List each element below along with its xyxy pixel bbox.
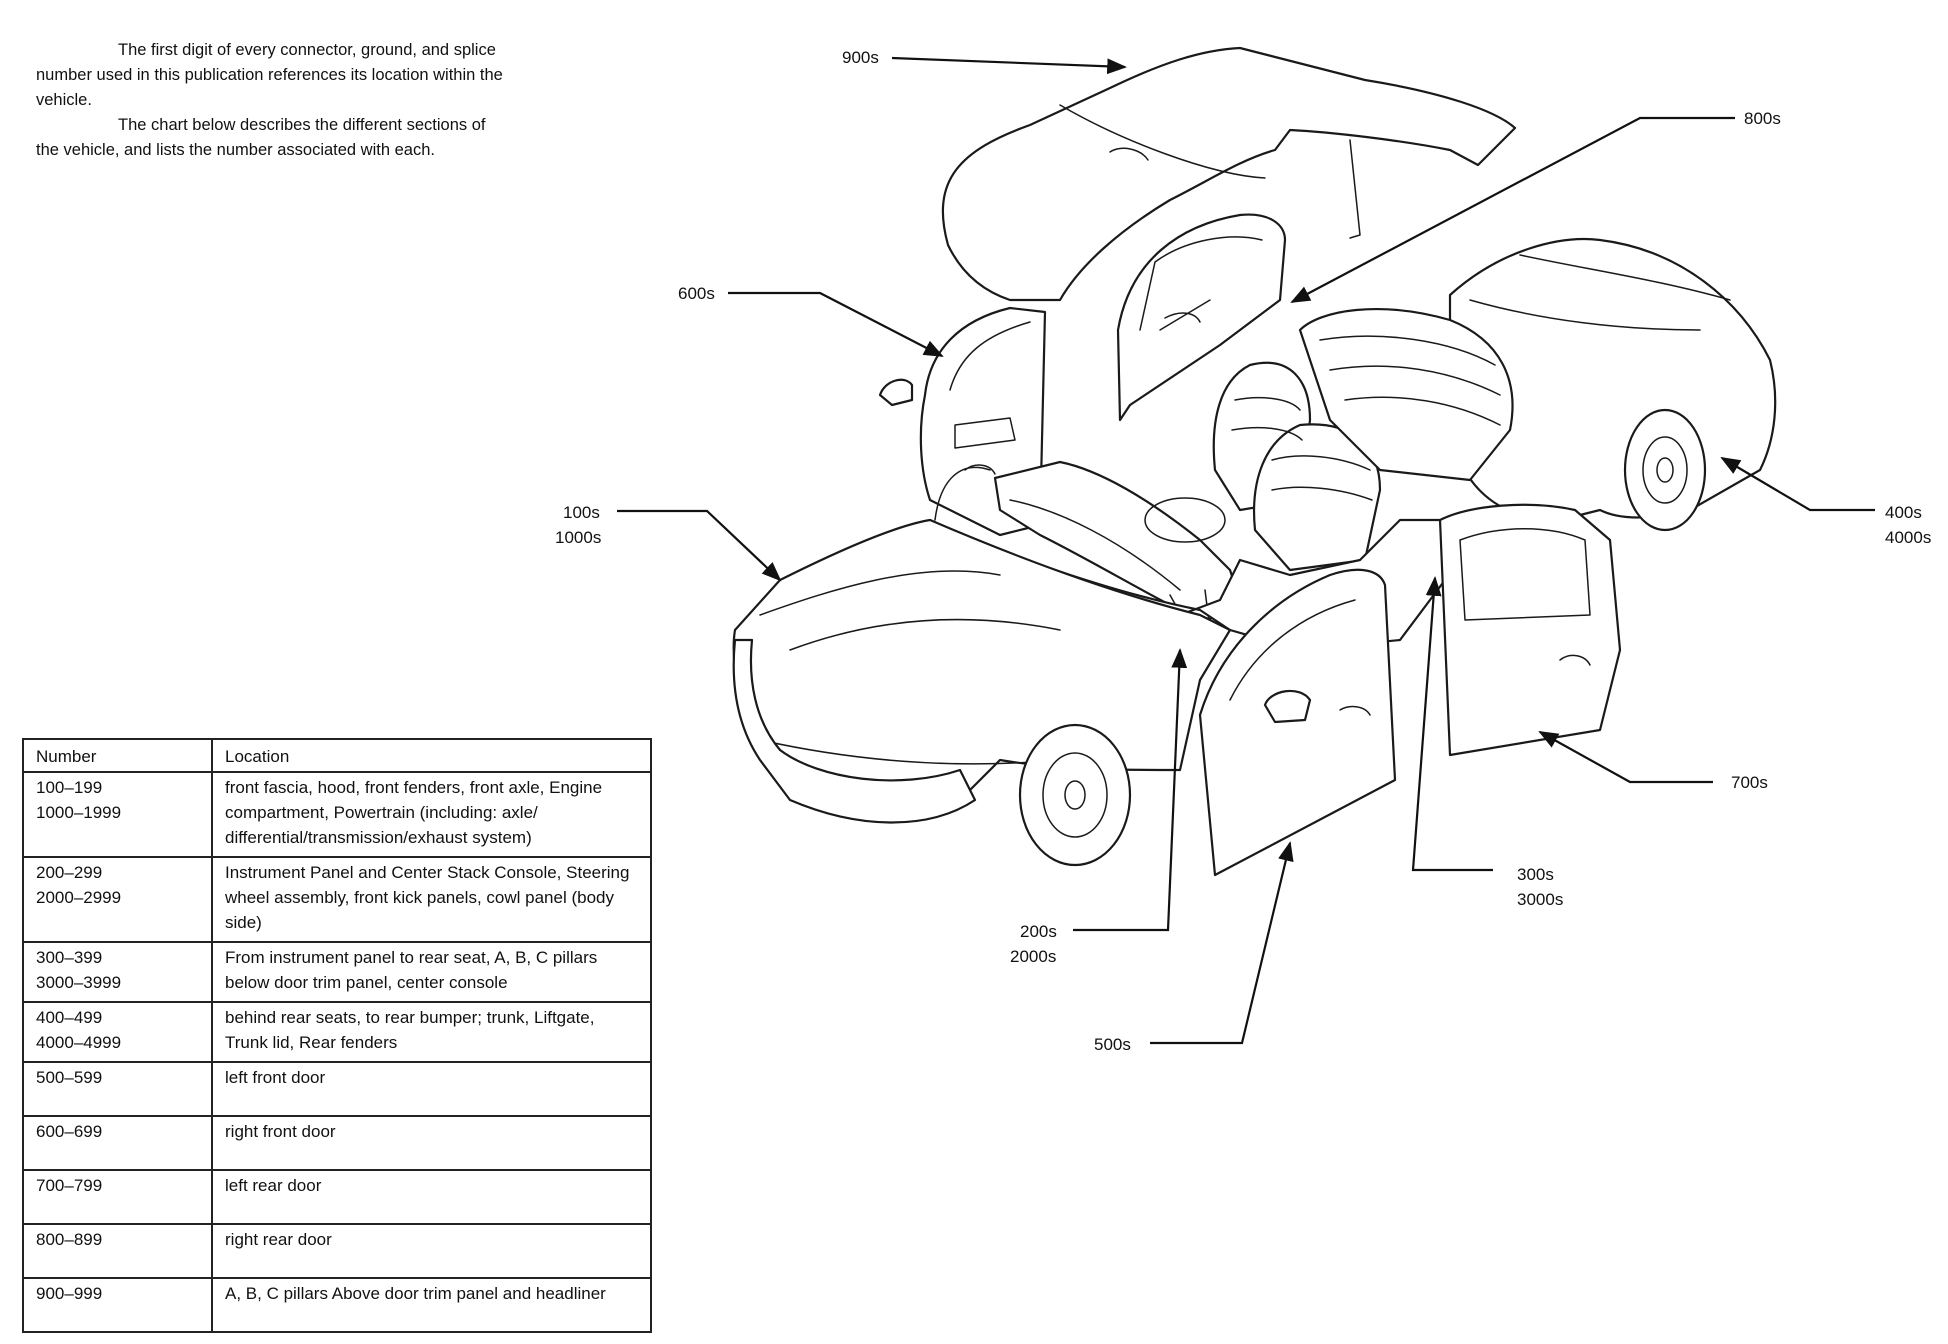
roof-panel [941, 46, 1517, 302]
cell-location: A, B, C pillars Above door trim panel an… [211, 1277, 652, 1333]
cell-number: 200–299 2000–2999 [22, 856, 213, 943]
location-table: Number Location 100–199 1000–1999 front fa… [22, 738, 652, 1333]
arrow-200s [1073, 648, 1188, 932]
left-rear-door [1438, 503, 1622, 757]
rear-section [1448, 238, 1777, 532]
arrow-300s [1411, 576, 1493, 872]
number-range: 3000–3999 [36, 973, 122, 992]
cell-number: 300–399 3000–3999 [22, 941, 213, 1003]
label-2000s: 2000s [1010, 947, 1056, 966]
label-200s: 200s [1020, 922, 1057, 941]
label-900s: 900s [842, 48, 879, 67]
number-range: 500–599 [36, 1068, 103, 1087]
cell-location: front fascia, hood, front fenders, front… [211, 771, 652, 858]
table-row: 800–899 right rear door [22, 1223, 652, 1279]
table-row: 300–399 3000–3999 From instrument panel to… [22, 941, 652, 1003]
arrow-600s [728, 291, 944, 357]
cell-location: Instrument Panel and Center Stack Consol… [211, 856, 652, 943]
label-100s: 100s [563, 503, 600, 522]
table-row: 200–299 2000–2999 Instrument Panel and Cen… [22, 856, 652, 943]
arrow-500s [1150, 841, 1294, 1045]
table-row: 700–799 left rear door [22, 1169, 652, 1225]
cell-location: left rear door [211, 1169, 652, 1225]
intro-paragraph-1: The first digit of every connector, grou… [36, 41, 503, 109]
arrow-400s [1720, 456, 1875, 512]
cell-number: 900–999 [22, 1277, 213, 1333]
cell-number: 800–899 [22, 1223, 213, 1279]
number-range: 600–699 [36, 1122, 103, 1141]
label-800s: 800s [1744, 109, 1781, 128]
cell-location: From instrument panel to rear seat, A, B… [211, 941, 652, 1003]
table-body: 100–199 1000–1999 front fascia, hood, fron… [22, 771, 652, 1333]
table-row: 600–699 right front door [22, 1115, 652, 1171]
callout-labels: 900s 800s 600s 100s 1000s 400s 4000s 700… [555, 48, 1931, 1054]
table-row: 400–499 4000–4999 behind rear seats, to re… [22, 1001, 652, 1063]
seats [1212, 307, 1514, 572]
intro-paragraph-2: The chart below describes the different … [36, 116, 486, 159]
label-600s: 600s [678, 284, 715, 303]
table-row: 100–199 1000–1999 front fascia, hood, fron… [22, 771, 652, 858]
label-4000s: 4000s [1885, 528, 1931, 547]
arrow-800s [1290, 116, 1735, 303]
label-1000s: 1000s [555, 528, 601, 547]
table-row: 900–999 A, B, C pillars Above door trim p… [22, 1277, 652, 1333]
number-range: 300–399 [36, 948, 103, 967]
arrow-100s [617, 509, 782, 582]
number-range: 4000–4999 [36, 1033, 122, 1052]
cell-number: 500–599 [22, 1061, 213, 1117]
right-rear-door [1116, 213, 1287, 422]
number-range: 700–799 [36, 1176, 103, 1195]
intro-text: The first digit of every connector, grou… [36, 38, 506, 163]
header-location: Location [211, 738, 652, 773]
number-range: 2000–2999 [36, 888, 122, 907]
arrow-700s [1538, 731, 1713, 784]
cell-number: 600–699 [22, 1115, 213, 1171]
number-range: 800–899 [36, 1230, 103, 1249]
car-body [732, 466, 1452, 867]
label-3000s: 3000s [1517, 890, 1563, 909]
cell-location: right front door [211, 1115, 652, 1171]
cell-location: right rear door [211, 1223, 652, 1279]
number-range: 400–499 [36, 1008, 103, 1027]
label-500s: 500s [1094, 1035, 1131, 1054]
number-range: 100–199 [36, 778, 103, 797]
label-300s: 300s [1517, 865, 1554, 884]
callout-arrows [617, 56, 1875, 1045]
label-400s: 400s [1885, 503, 1922, 522]
table-row: 500–599 left front door [22, 1061, 652, 1117]
cell-number: 700–799 [22, 1169, 213, 1225]
cell-location: behind rear seats, to rear bumper; trunk… [211, 1001, 652, 1063]
number-range: 1000–1999 [36, 803, 122, 822]
cell-number: 100–199 1000–1999 [22, 771, 213, 858]
number-range: 900–999 [36, 1284, 103, 1303]
label-700s: 700s [1731, 773, 1768, 792]
header-number: Number [22, 738, 213, 773]
left-front-door [1198, 568, 1397, 877]
number-range: 200–299 [36, 863, 103, 882]
cell-number: 400–499 4000–4999 [22, 1001, 213, 1063]
table-header-row: Number Location [22, 738, 652, 773]
cell-location: left front door [211, 1061, 652, 1117]
arrow-900s [891, 56, 1127, 75]
